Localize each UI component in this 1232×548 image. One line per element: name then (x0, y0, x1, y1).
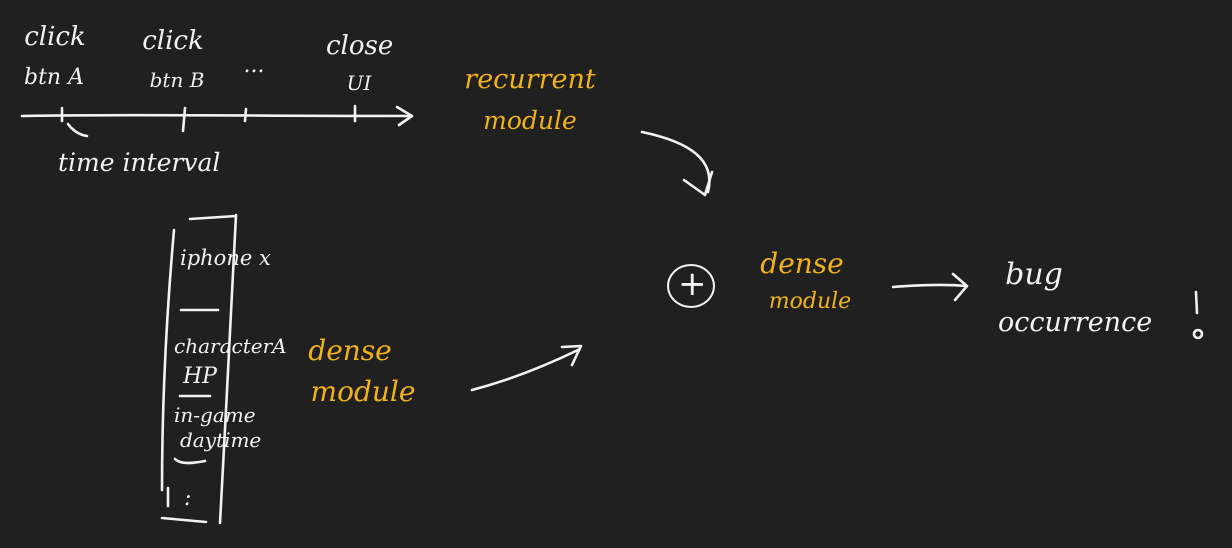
feature-item-character-line2: HP (183, 364, 217, 389)
tick-ellipsis (243, 107, 248, 123)
combine-node: + (667, 264, 715, 308)
dense-module-line2: module (768, 289, 852, 314)
event-label-ellipsis: ... (243, 53, 265, 78)
arrow-recurrent-to-combine-head (682, 170, 714, 197)
recurrent-module-line2: module (483, 106, 577, 135)
arrow-dense-to-output (891, 283, 968, 289)
arrow-dense-to-combine-head (560, 344, 583, 367)
event-label-btn-b-line2: btn B (149, 68, 205, 92)
interval-brace (66, 122, 89, 138)
event-label-btn-a-line2: btn A (24, 65, 84, 90)
feature-item-ingame-line1: in-game (174, 403, 256, 427)
event-label-btn-b-line1: click (142, 26, 204, 56)
feature-item-more: : (184, 486, 192, 511)
output-occurrence-label: occurrence (998, 307, 1153, 338)
arrow-dense-to-combine (470, 348, 580, 392)
dense-module-line1: dense (760, 247, 844, 280)
output-bug-label: bug (1005, 257, 1063, 292)
event-label-btn-a-line1: click (24, 22, 86, 52)
event-label-close-ui-line1: close (326, 31, 394, 61)
timeline-arrowhead (395, 105, 414, 127)
feature-item-iphone: iphone x (180, 246, 271, 270)
combine-plus-sign: + (678, 264, 707, 304)
output-exclamation-dot (1192, 328, 1204, 340)
list-left-bracket (160, 228, 176, 492)
output-exclamation-stroke (1194, 290, 1199, 315)
list-top-cap (188, 214, 238, 221)
left-dense-module-line2: module (310, 375, 416, 408)
feature-item-character-line1: characterA (174, 334, 287, 358)
recurrent-module-line1: recurrent (464, 64, 596, 95)
feature-item-ingame-line2: daytime (180, 428, 262, 452)
arrow-recurrent-to-combine (640, 130, 711, 194)
list-bottom-cap (160, 516, 208, 524)
tick-btn-b (181, 106, 187, 133)
left-dense-module-line1: dense (308, 334, 392, 367)
list-divider-3 (173, 457, 207, 465)
time-interval-label: time interval (58, 148, 221, 177)
list-right-bracket (218, 213, 238, 525)
event-label-close-ui-line2: UI (346, 71, 372, 95)
timeline-axis (20, 113, 412, 118)
arrow-dense-to-output-head (951, 272, 969, 302)
